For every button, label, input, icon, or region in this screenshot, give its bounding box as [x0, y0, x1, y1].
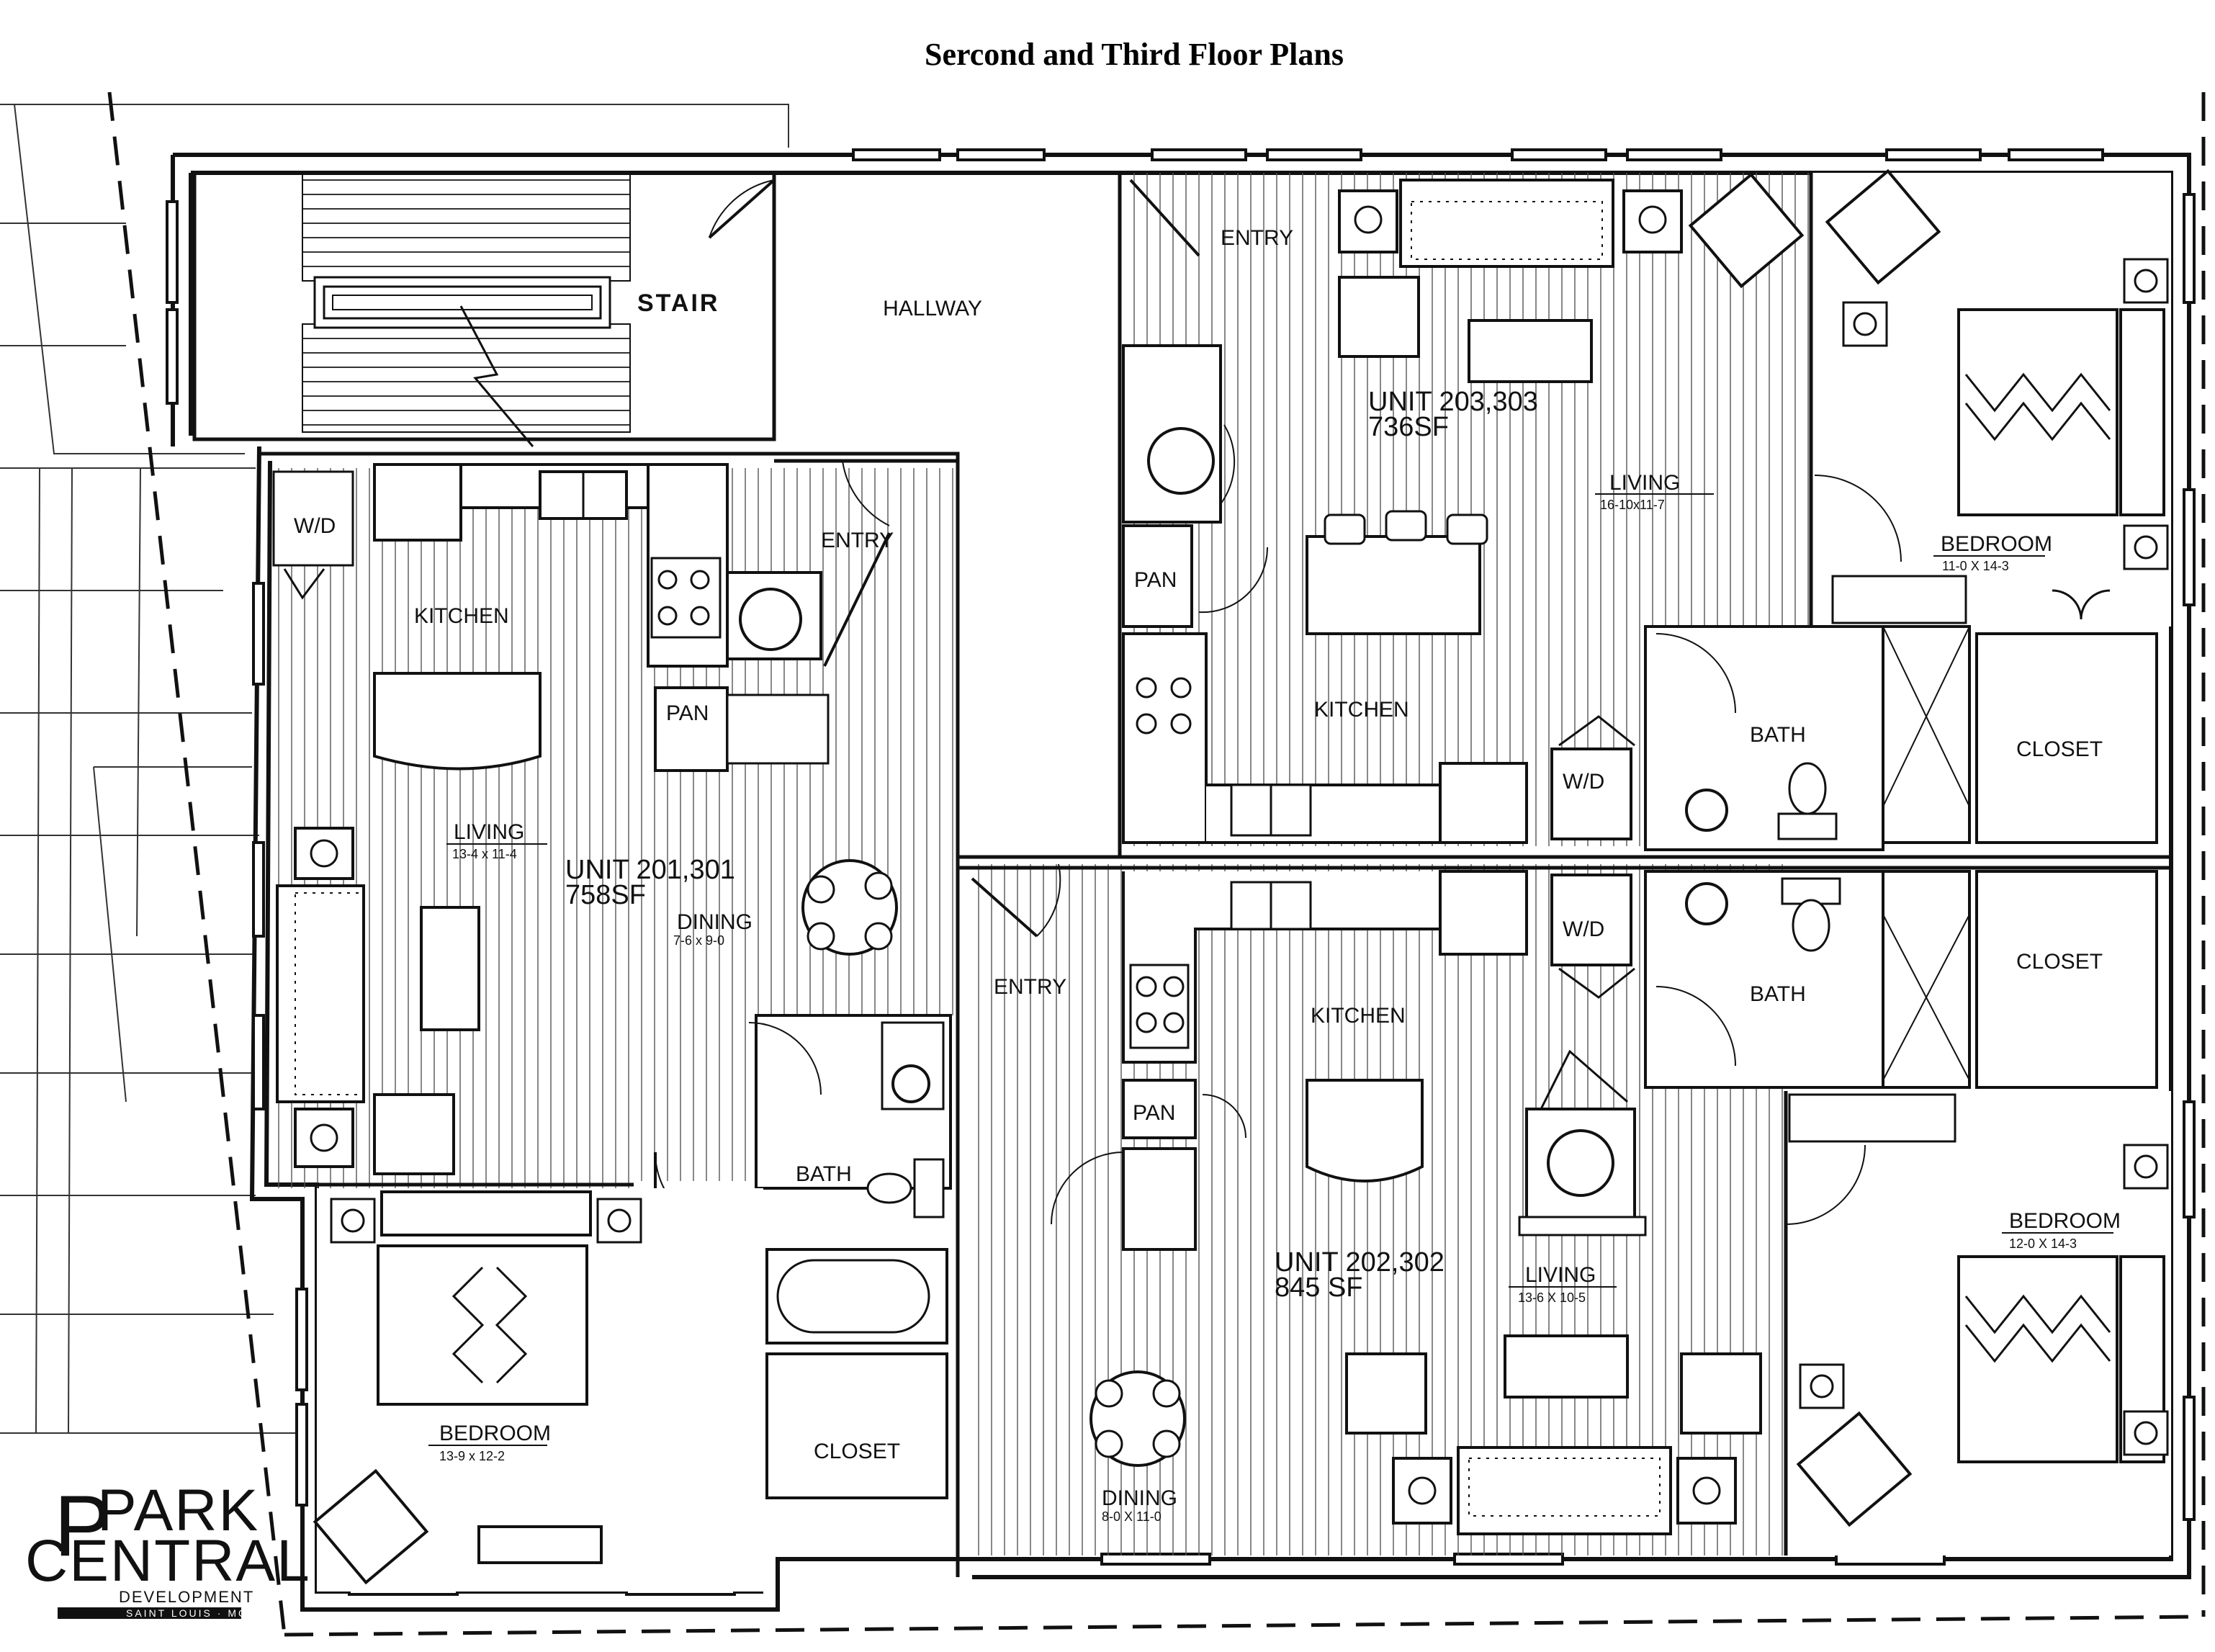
- unit-203-bedroom-dim: 11-0 X 14-3: [1942, 559, 2009, 573]
- unit-201-wd-label: W/D: [294, 514, 336, 538]
- unit-201-dining-dim: 7-6 x 9-0: [673, 933, 724, 948]
- unit-203-name: UNIT 203,303: [1368, 387, 1538, 417]
- unit-202-kitchen-label: KITCHEN: [1311, 1004, 1406, 1028]
- adjacent-lot-grid: [0, 104, 789, 1434]
- unit-201-name: UNIT 201,301: [565, 855, 735, 885]
- unit-203-living-label: LIVING: [1609, 471, 1680, 495]
- unit-202-bedroom-label: BEDROOM: [2009, 1209, 2121, 1233]
- logo-line1: PARK: [97, 1478, 259, 1543]
- unit-202-name: UNIT 202,302: [1275, 1247, 1445, 1278]
- hallway-label: HALLWAY: [883, 297, 982, 320]
- unit-203-closet-label: CLOSET: [2016, 737, 2103, 761]
- unit-202-area: 845 SF: [1275, 1272, 1363, 1303]
- unit-201-dining-label: DINING: [677, 910, 752, 934]
- property-line: [107, 91, 2206, 1637]
- unit-202-bedroom-dim: 12-0 X 14-3: [2009, 1236, 2077, 1251]
- unit-202-wd-label: W/D: [1563, 917, 1604, 941]
- unit-201-kitchen-label: KITCHEN: [414, 604, 509, 628]
- hallway: HALLWAY: [708, 171, 1122, 859]
- unit-203-entry-label: ENTRY: [1221, 226, 1293, 250]
- unit-202-dining-label: DINING: [1102, 1486, 1177, 1510]
- unit-201-pan-label: PAN: [666, 701, 709, 725]
- unit-203-living-dim: 16-10x11-7: [1600, 498, 1665, 512]
- unit-201-bath-label: BATH: [796, 1162, 852, 1186]
- unit-201-301: W/D KITCHEN PAN ENTRY UNIT 201,301 758SF…: [259, 452, 960, 1592]
- unit-203-pan-label: PAN: [1134, 568, 1177, 592]
- unit-203-area: 736SF: [1368, 412, 1449, 442]
- unit-201-living-label: LIVING: [454, 820, 524, 844]
- park-central-logo: P PARK CENTRAL DEVELOPMENT SAINT LOUIS ·…: [25, 1478, 311, 1619]
- unit-201-bedroom-label: BEDROOM: [439, 1422, 551, 1445]
- unit-201-living-dim: 13-4 x 11-4: [452, 847, 517, 861]
- unit-202-dining-dim: 8-0 X 11-0: [1102, 1509, 1162, 1524]
- unit-203-wd-label: W/D: [1563, 770, 1604, 794]
- unit-202-closet-label: CLOSET: [2016, 950, 2103, 974]
- unit-202-entry-label: ENTRY: [994, 975, 1066, 999]
- unit-203-bedroom-label: BEDROOM: [1941, 532, 2052, 556]
- unit-203-bath-label: BATH: [1750, 723, 1806, 747]
- unit-202-bath-label: BATH: [1750, 982, 1806, 1006]
- logo-line4: SAINT LOUIS · MO: [126, 1607, 248, 1619]
- unit-201-closet-label: CLOSET: [814, 1440, 900, 1463]
- logo-p: P: [54, 1478, 112, 1574]
- plan-title: Sercond and Third Floor Plans: [925, 37, 1344, 72]
- unit-203-kitchen-label: KITCHEN: [1314, 698, 1409, 722]
- stair-core: STAIR: [192, 171, 776, 447]
- unit-203-303: PAN ENTRY KITCHEN UNIT 20: [1118, 169, 2171, 859]
- unit-202-pan-label: PAN: [1133, 1101, 1175, 1125]
- unit-202-living-label: LIVING: [1525, 1263, 1596, 1287]
- logo-line3: DEVELOPMENT: [119, 1588, 254, 1606]
- unit-201-area: 758SF: [565, 880, 646, 910]
- unit-202-302: ENTRY KITCHEN PAN W/D UNIT 202,302 845 S…: [956, 857, 2171, 1577]
- unit-202-living-dim: 13-6 X 10-5: [1518, 1290, 1586, 1305]
- logo-line2: CENTRAL: [25, 1528, 311, 1594]
- unit-201-bedroom-dim: 13-9 x 12-2: [439, 1449, 505, 1463]
- stair-label: STAIR: [637, 289, 719, 317]
